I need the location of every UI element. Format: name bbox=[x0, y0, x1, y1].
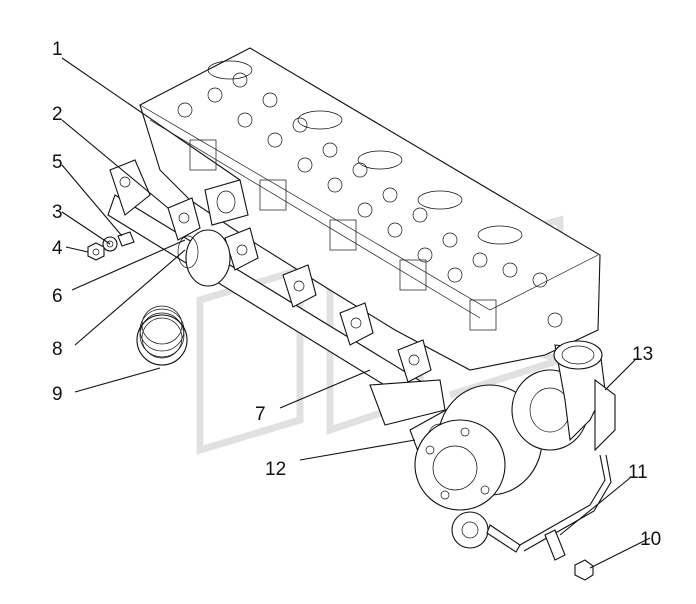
callout-5: 5 bbox=[52, 152, 63, 173]
callout-3: 3 bbox=[52, 202, 63, 223]
oil-return-pipe bbox=[519, 454, 612, 581]
callout-12: 12 bbox=[265, 459, 286, 480]
callout-labels: 1 2 5 3 4 6 7 8 9 10 11 12 13 bbox=[52, 39, 661, 550]
bellows-joint bbox=[136, 305, 188, 366]
callout-9: 9 bbox=[52, 384, 63, 405]
callout-6: 6 bbox=[52, 286, 63, 307]
nut-4 bbox=[87, 242, 105, 261]
callout-13: 13 bbox=[632, 344, 653, 365]
callout-4: 4 bbox=[52, 238, 63, 259]
slip-sleeve bbox=[177, 229, 231, 287]
leader-lines bbox=[61, 57, 651, 569]
callout-7: 7 bbox=[255, 404, 266, 425]
cylinder-head bbox=[139, 47, 601, 371]
fasteners bbox=[87, 231, 135, 261]
callout-1: 1 bbox=[52, 39, 63, 60]
turbocharger bbox=[414, 340, 616, 553]
callout-11: 11 bbox=[628, 462, 648, 483]
callout-8: 8 bbox=[52, 339, 63, 360]
callout-2: 2 bbox=[52, 104, 63, 125]
cylinder-head-ports bbox=[177, 60, 563, 331]
callout-10: 10 bbox=[640, 529, 661, 550]
